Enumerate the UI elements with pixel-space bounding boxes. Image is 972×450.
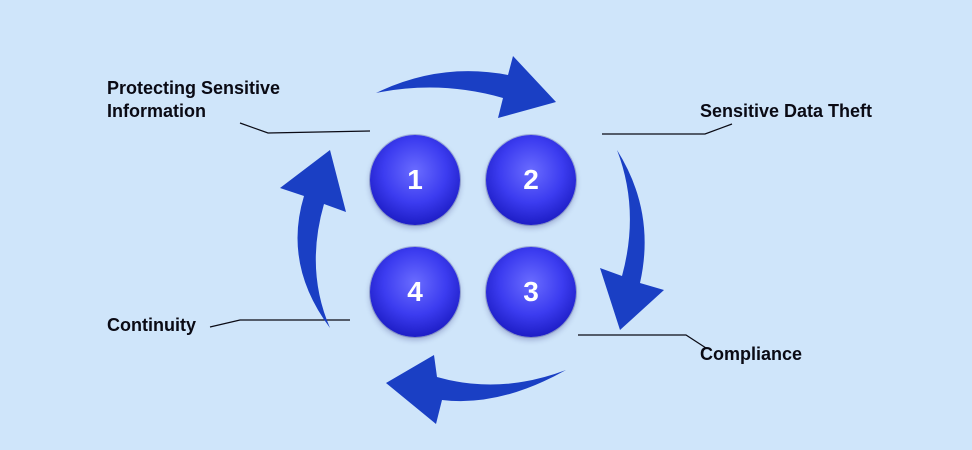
arrow-top <box>376 56 556 118</box>
step-number-3: 3 <box>523 276 539 307</box>
step-label-2-line-1: Sensitive Data Theft <box>700 101 873 121</box>
arrow-left <box>280 150 346 328</box>
step-number-1: 1 <box>407 164 423 195</box>
step-circle-3: 3 <box>486 247 576 337</box>
step-label-1-line-1: Protecting Sensitive <box>107 78 281 98</box>
connector-line-2 <box>602 123 733 135</box>
step-circle-1: 1 <box>370 135 460 225</box>
step-label-3-line-1: Compliance <box>700 344 803 364</box>
step-label-sensitive-data-theft: Sensitive Data Theft <box>700 100 872 123</box>
connector-line-4 <box>209 319 350 328</box>
step-circle-4: 4 <box>370 247 460 337</box>
step-label-compliance: Compliance <box>700 343 802 366</box>
step-label-protecting-sensitive-information: Protecting Sensitive Information <box>107 77 280 123</box>
step-circle-2: 2 <box>486 135 576 225</box>
step-label-continuity: Continuity <box>107 314 196 337</box>
arrow-right <box>600 150 664 330</box>
arrow-bottom <box>386 355 566 424</box>
step-label-1-line-2: Information <box>107 101 206 121</box>
connector-line-1 <box>239 122 371 134</box>
step-number-2: 2 <box>523 164 539 195</box>
step-number-4: 4 <box>407 276 423 307</box>
step-label-4-line-1: Continuity <box>107 315 196 335</box>
connector-line-3 <box>578 334 707 349</box>
